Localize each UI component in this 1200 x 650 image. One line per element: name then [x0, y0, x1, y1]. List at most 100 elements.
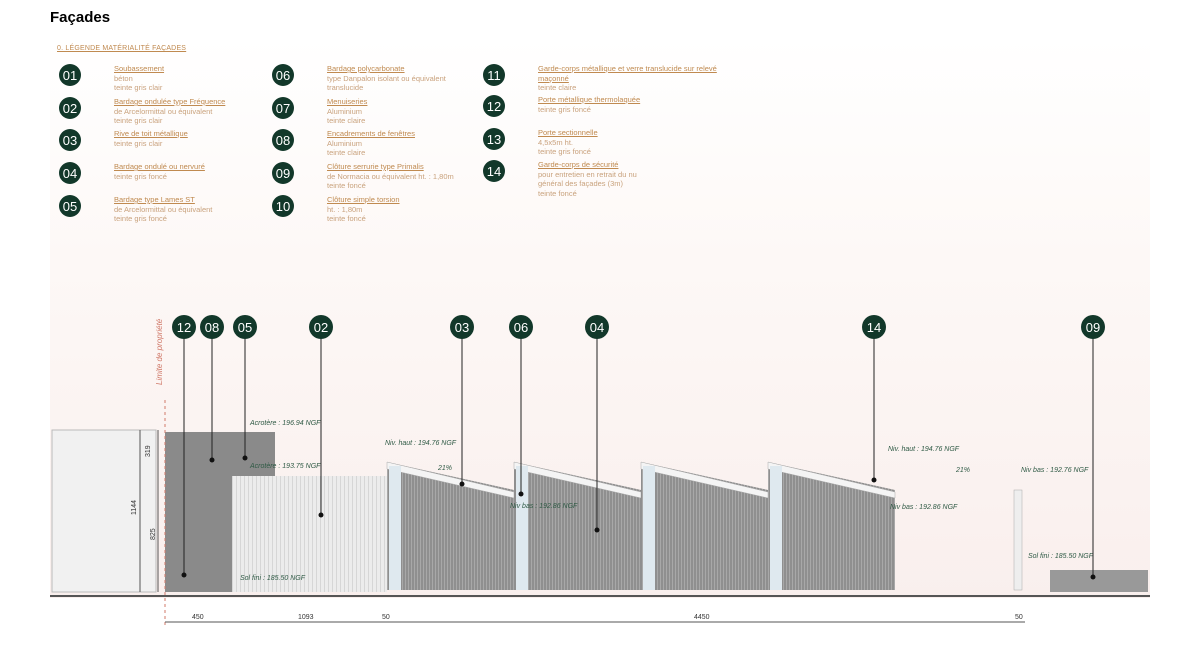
- legend-detail: teinte foncé: [327, 181, 366, 190]
- legend-heading: Bardage ondulé ou nervuré: [114, 162, 205, 171]
- level-sol-2: Sol fini : 185.50 NGF: [1028, 553, 1094, 560]
- end-wall: [1013, 489, 1023, 591]
- callout-03: 03: [450, 315, 474, 487]
- callout-dot: [209, 457, 215, 463]
- fence: [1050, 570, 1148, 592]
- legend-title: 0. LÉGENDE MATÉRIALITÉ FAÇADES: [57, 45, 187, 52]
- callout-badge: [172, 315, 196, 339]
- callout-badge: [509, 315, 533, 339]
- legend-heading: Bardage ondulée type Fréquence: [114, 97, 226, 106]
- legend-detail: teinte gris clair: [114, 116, 163, 125]
- roof-slope-2: 21%: [955, 467, 970, 474]
- legend-detail: translucide: [327, 83, 364, 92]
- callout-dot: [181, 572, 187, 578]
- legend-detail: de Arcelormittal ou équivalent: [114, 106, 213, 116]
- legend-detail: Aluminium: [327, 106, 363, 116]
- neighbor-building: [51, 429, 157, 593]
- legend-detail: type Danpalon isolant ou équivalent: [327, 73, 446, 83]
- callout-badge: [862, 315, 886, 339]
- legend-detail: teinte gris foncé: [538, 147, 591, 156]
- callout-dot: [242, 455, 248, 461]
- callout-badge: [585, 315, 609, 339]
- legend-heading: Encadrements de fenêtres: [327, 129, 415, 138]
- legend-heading: Garde-corps de sécurité: [538, 160, 619, 169]
- callout-number: 12: [177, 320, 191, 335]
- dim-v-319: 319: [145, 445, 152, 457]
- legend-heading: Clôture simple torsion: [327, 195, 400, 204]
- shed-bay: [386, 461, 515, 590]
- callout-badge: [450, 315, 474, 339]
- callout-badge: [200, 315, 224, 339]
- legend-heading: Soubassement: [114, 64, 165, 73]
- legend-badge: 10: [272, 195, 294, 217]
- legend-badge: 02: [59, 97, 81, 119]
- legend-badge: 05: [59, 195, 81, 217]
- callout-dot: [871, 477, 877, 483]
- legend-heading: Menuiseries: [327, 97, 368, 106]
- shed-bay: [513, 461, 642, 590]
- dim-v-1144: 1144: [131, 500, 138, 515]
- dim-h-450: 450: [192, 614, 204, 621]
- callout-number: 02: [314, 320, 328, 335]
- legend-heading: Bardage polycarbonate: [327, 64, 405, 73]
- legend-detail: teinte gris clair: [114, 83, 163, 92]
- callout-badge: [309, 315, 333, 339]
- callout-09: 09: [1081, 315, 1105, 580]
- legend-heading: Rive de toit métallique: [114, 129, 188, 138]
- level-niv-bas-3: Niv bas : 192.76 NGF: [1021, 467, 1089, 474]
- callout-badge: [1081, 315, 1105, 339]
- office-block-light: [232, 476, 387, 592]
- dim-h-4450: 4450: [694, 614, 710, 621]
- dim-h-1093: 1093: [298, 614, 314, 621]
- legend-badge: 06: [272, 64, 294, 86]
- legend-detail: teinte claire: [538, 83, 577, 92]
- shed-bay: [767, 461, 896, 590]
- legend-detail: général des façades (3m): [538, 179, 624, 188]
- shed-bay: [640, 461, 769, 590]
- dim-v-825: 825: [150, 528, 157, 540]
- roof-slope-1: 21%: [437, 465, 452, 472]
- callout-dot: [459, 481, 465, 487]
- legend-heading: Porte sectionnelle: [538, 128, 598, 137]
- legend-detail: teinte claire: [327, 148, 366, 157]
- callout-dot: [518, 491, 524, 497]
- property-limit-label: Limite de propriété: [155, 318, 164, 385]
- callout-dot: [594, 527, 600, 533]
- legend-detail: ht. : 1,80m: [327, 204, 363, 214]
- legend-detail: pour entretien en retrait du nu: [538, 169, 637, 179]
- legend-detail: 4,5x5m ht.: [538, 137, 574, 147]
- callout-number: 08: [205, 320, 219, 335]
- legend-detail: teinte gris foncé: [114, 171, 167, 181]
- callout-12: 12: [172, 315, 196, 578]
- dim-h-50a: 50: [382, 614, 390, 621]
- legend-detail: de Arcelormittal ou équivalent: [114, 204, 213, 214]
- legend-detail: teinte gris foncé: [114, 214, 167, 223]
- callout-number: 14: [867, 320, 881, 335]
- callout-badge: [233, 315, 257, 339]
- legend-badge: 07: [272, 97, 294, 119]
- callout-number: 09: [1086, 320, 1100, 335]
- callout-dot: [318, 512, 324, 518]
- callout-14: 14: [862, 315, 886, 483]
- callout-dot: [1090, 574, 1096, 580]
- callout-number: 03: [455, 320, 469, 335]
- level-sol-1: Sol fini : 185.50 NGF: [240, 575, 306, 582]
